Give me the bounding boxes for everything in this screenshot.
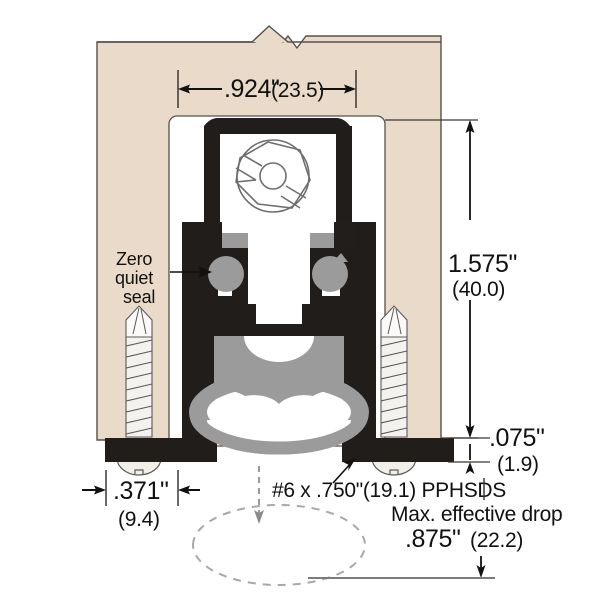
zero-quiet-seal-line-3: seal — [123, 287, 155, 307]
dimension-height-inch: 1.575" — [448, 250, 517, 278]
dimension-width-inch: .924" — [224, 75, 280, 103]
zero-quiet-seal-bulbs — [208, 256, 348, 292]
zero-quiet-seal-line-1: Zero — [116, 249, 152, 269]
dimension-height-metric: (40.0) — [452, 278, 505, 301]
dimension-undercut-inch: .075" — [489, 424, 545, 452]
dimension-undercut: .075" (1.9) — [448, 424, 545, 476]
dimension-undercut-metric: (1.9) — [497, 453, 539, 476]
zero-quiet-seal-callout: Zero quiet seal — [115, 249, 212, 307]
max-effective-drop-callout: Max. effective drop .875" (22.2) — [308, 503, 563, 579]
dimension-flange: .371" (9.4) — [82, 470, 200, 531]
fastener-callout-text: #6 x .750"(19.1) PPHSDS — [272, 479, 506, 502]
dimension-flange-inch: .371" — [113, 477, 169, 505]
fastener-callout: #6 x .750"(19.1) PPHSDS — [272, 458, 507, 502]
lower-seal-assembly — [189, 336, 369, 455]
projection-dashed — [191, 466, 367, 586]
max-drop-label: Max. effective drop — [391, 503, 562, 526]
dimension-width: .924" (23.5) — [177, 70, 357, 108]
max-drop-metric: (22.2) — [470, 529, 523, 552]
dimension-flange-metric: (9.4) — [118, 508, 160, 531]
dimension-width-metric: (23.5) — [271, 79, 324, 102]
hex-bolt-head — [235, 139, 311, 213]
zero-quiet-seal-line-2: quiet — [115, 268, 153, 288]
fastener-left — [116, 305, 162, 476]
max-drop-inch: .875" — [405, 525, 461, 553]
